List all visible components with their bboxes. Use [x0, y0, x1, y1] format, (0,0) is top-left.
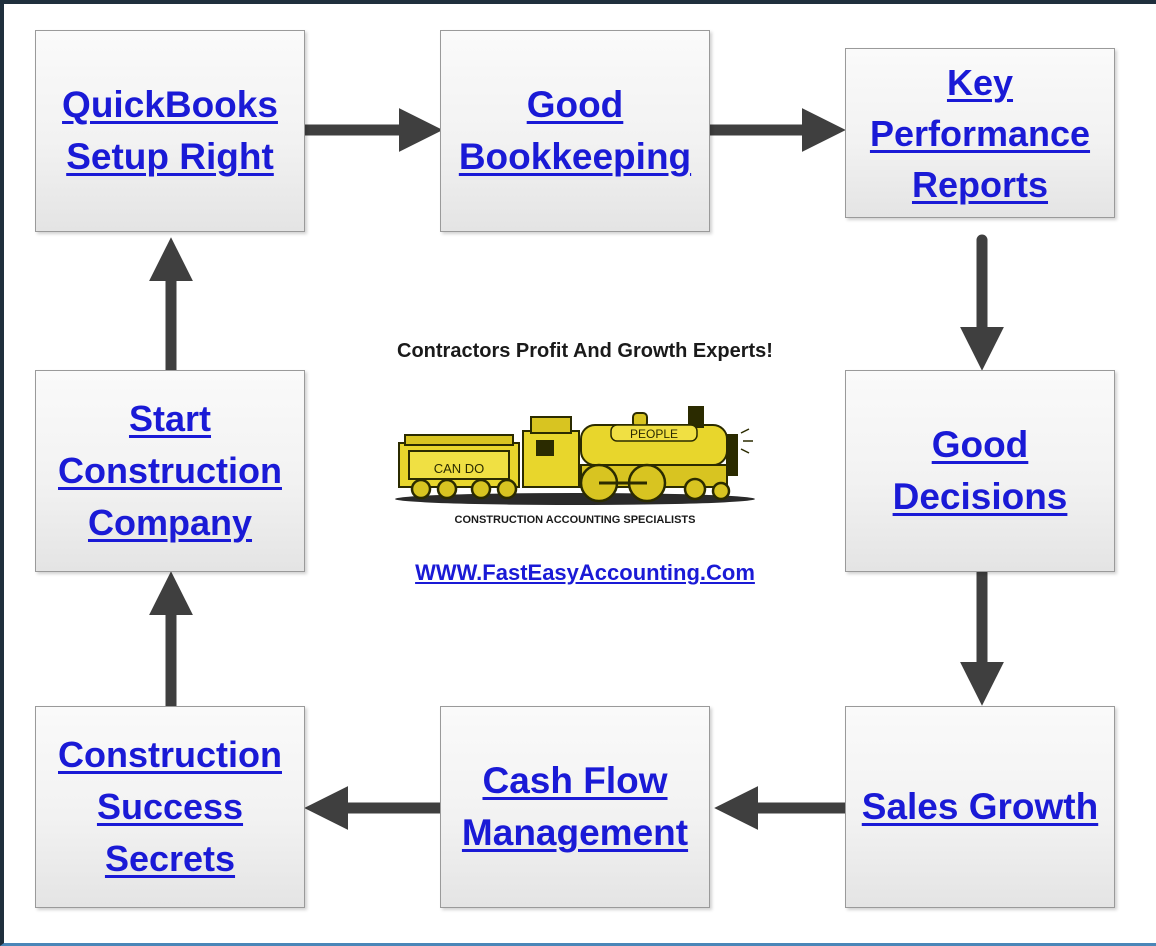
tagline: Contractors Profit And Growth Experts!	[397, 340, 773, 362]
good-decisions-link[interactable]: Good Decisions	[892, 424, 1068, 517]
box-construction-success-secrets: Construction Success Secrets	[35, 706, 305, 908]
cash-flow-management-link[interactable]: Cash Flow Management	[461, 760, 689, 853]
train-logo: CAN DO PEOPLE CONSTRUCTION ACCOUNTING SP…	[395, 406, 755, 526]
box-key-performance-reports: Key Performance Reports	[845, 48, 1115, 218]
website-link[interactable]: WWW.FastEasyAccounting.Com	[415, 560, 755, 585]
construction-success-secrets-link[interactable]: Construction Success Secrets	[58, 734, 282, 879]
box-cash-flow-management: Cash Flow Management	[440, 706, 710, 908]
logo-caption: CONSTRUCTION ACCOUNTING SPECIALISTS	[455, 514, 696, 526]
good-bookkeeping-link[interactable]: Good Bookkeeping	[458, 84, 692, 177]
tender-label: CAN DO	[434, 461, 485, 476]
quickbooks-setup-link[interactable]: QuickBooks Setup Right	[62, 84, 278, 177]
start-construction-company-link[interactable]: Start Construction Company	[58, 398, 282, 543]
key-performance-reports-link[interactable]: Key Performance Reports	[869, 61, 1091, 205]
sales-growth-link[interactable]: Sales Growth	[861, 786, 1099, 827]
box-quickbooks-setup: QuickBooks Setup Right	[35, 30, 305, 232]
box-sales-growth: Sales Growth	[845, 706, 1115, 908]
tender	[398, 434, 520, 488]
box-good-bookkeeping: Good Bookkeeping	[440, 30, 710, 232]
box-start-construction-company: Start Construction Company	[35, 370, 305, 572]
headlight-rays	[740, 428, 753, 454]
boiler-label: PEOPLE	[630, 427, 678, 441]
box-good-decisions: Good Decisions	[845, 370, 1115, 572]
